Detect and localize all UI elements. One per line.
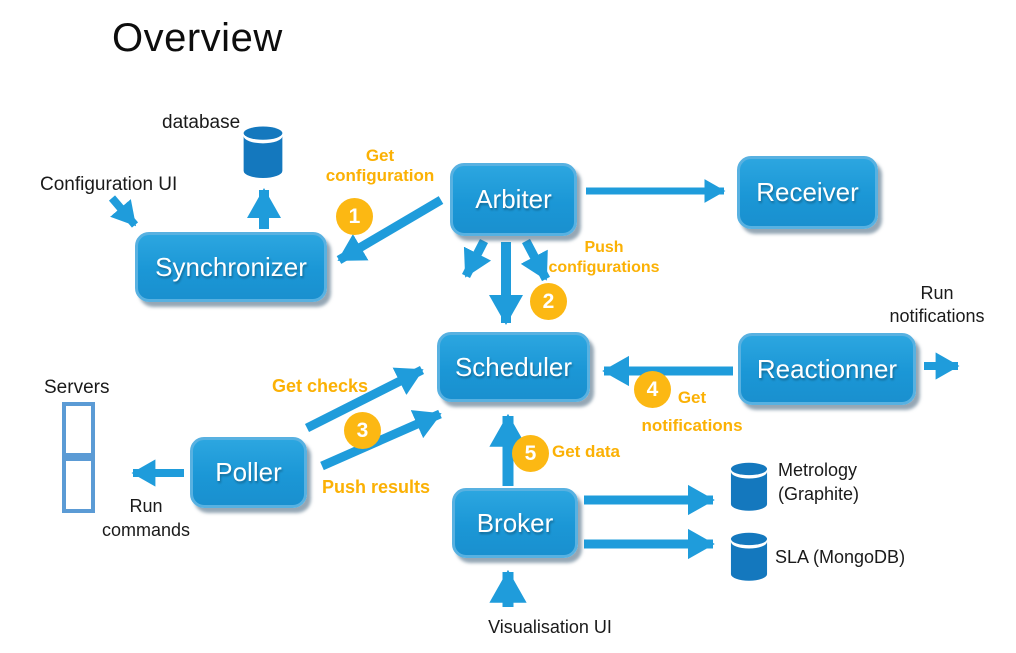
flow-label-push-configurations-line2: configurations bbox=[548, 259, 660, 276]
run-commands-label: Run commands bbox=[76, 494, 216, 542]
graphite-db-icon bbox=[730, 462, 768, 511]
configuration-ui-label: Configuration UI bbox=[40, 174, 178, 195]
step-badge-3: 3 bbox=[344, 412, 381, 449]
flow-label-push-results: Push results bbox=[322, 477, 431, 497]
flow-label-get-checks: Get checks bbox=[272, 376, 369, 396]
arrow-poller-get-checks bbox=[304, 365, 425, 433]
metrology-label: Metrology (Graphite) bbox=[778, 458, 859, 506]
step-badge-4: 4 bbox=[634, 371, 671, 408]
metrology-line1: Metrology bbox=[778, 460, 858, 480]
node-arbiter: Arbiter bbox=[450, 163, 577, 236]
node-synchronizer-label: Synchronizer bbox=[155, 251, 307, 282]
node-scheduler-label: Scheduler bbox=[454, 351, 573, 382]
visualisation-ui-label: Visualisation UI bbox=[488, 617, 612, 637]
flow-label-get-notifications-line2: notifications bbox=[641, 416, 743, 435]
arrow-arbiter-push-right bbox=[520, 238, 550, 282]
database-label: database bbox=[162, 112, 241, 133]
database-icon bbox=[243, 126, 283, 178]
flow-label-get-configuration: Get configuration bbox=[300, 146, 460, 186]
node-broker: Broker bbox=[452, 488, 578, 558]
run-commands-line2: commands bbox=[101, 520, 191, 540]
node-synchronizer: Synchronizer bbox=[135, 232, 327, 302]
run-notifications-line2: notifications bbox=[889, 306, 985, 326]
node-receiver: Receiver bbox=[737, 156, 878, 229]
node-scheduler: Scheduler bbox=[437, 332, 590, 402]
server-icon bbox=[62, 457, 95, 513]
flow-label-get-notifications: Get notifications bbox=[612, 384, 772, 440]
node-reactionner: Reactionner bbox=[738, 333, 916, 405]
flow-label-push-configurations-line1: Push bbox=[584, 239, 624, 256]
step-badge-5: 5 bbox=[512, 435, 549, 472]
run-notifications-line1: Run bbox=[920, 283, 954, 303]
flow-label-get-notifications-line1: Get bbox=[677, 388, 707, 407]
step-badge-2: 2 bbox=[530, 283, 567, 320]
mongodb-db-icon bbox=[730, 532, 768, 581]
run-commands-line1: Run bbox=[129, 496, 163, 516]
flow-label-push-configurations: Push configurations bbox=[524, 238, 684, 278]
sla-label: SLA (MongoDB) bbox=[775, 547, 906, 567]
step-badge-1: 1 bbox=[336, 198, 373, 235]
arrow-poller-push-results bbox=[320, 409, 442, 471]
node-broker-label: Broker bbox=[476, 507, 554, 538]
flow-label-get-configuration-line1: Get bbox=[365, 146, 395, 165]
node-poller-label: Poller bbox=[215, 457, 282, 487]
flow-label-get-data: Get data bbox=[552, 442, 621, 461]
server-icon bbox=[62, 402, 95, 457]
node-poller: Poller bbox=[190, 437, 307, 508]
page-title: Overview bbox=[112, 16, 283, 60]
arrow-arbiter-push-left bbox=[461, 238, 492, 279]
arrow-configui-to-synchronizer bbox=[108, 195, 139, 228]
servers-label: Servers bbox=[44, 377, 110, 398]
node-arbiter-label: Arbiter bbox=[475, 184, 552, 214]
arrow-arbiter-to-synchronizer bbox=[336, 196, 444, 264]
flow-label-get-configuration-line2: configuration bbox=[325, 166, 435, 185]
node-receiver-label: Receiver bbox=[756, 177, 859, 207]
run-notifications-label: Run notifications bbox=[857, 282, 1016, 328]
metrology-line2: (Graphite) bbox=[778, 484, 860, 504]
node-reactionner-label: Reactionner bbox=[756, 353, 898, 384]
